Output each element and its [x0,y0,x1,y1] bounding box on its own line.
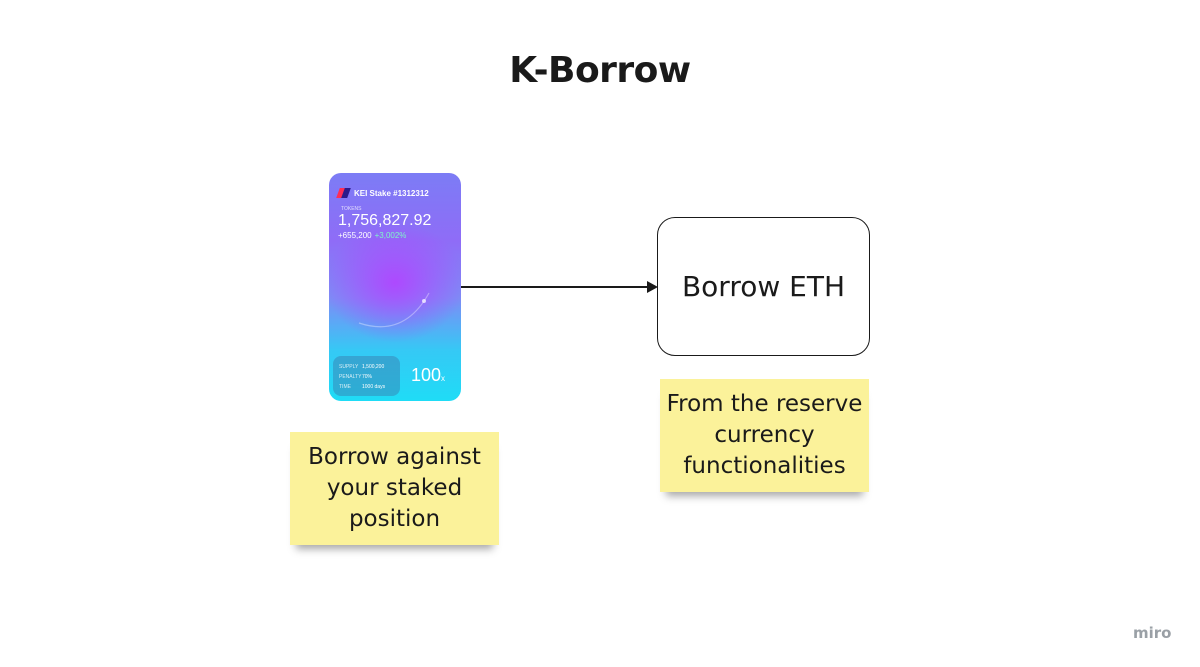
borrow-eth-label: Borrow ETH [682,270,845,303]
sticky-note-staked-position: Borrow against your staked position [290,432,499,545]
stat-key: PENALTY [339,374,362,380]
card-stats-panel: SUPPLY 1,500,200 PENALTY 70% TIME 1000 d… [333,356,400,396]
card-multiplier: 100x [411,365,445,386]
stake-card: KEI Stake #1312312 TOKENS 1,756,827.92 +… [329,173,461,401]
sticky-note-text: Borrow against your staked position [290,442,499,535]
stat-row-time: TIME 1000 days [339,384,385,390]
card-change-pct: +3,002% [375,231,407,240]
borrow-eth-box: Borrow ETH [657,217,870,356]
sticky-note-reserve-currency: From the reserve currency functionalitie… [660,379,869,492]
card-change-value: +655,200 [338,231,372,240]
stat-value: 70% [362,374,372,380]
card-header: KEI Stake #1312312 [338,187,429,199]
miro-watermark: miro [1133,624,1171,642]
stat-key: SUPPLY [339,364,362,370]
stat-row-supply: SUPPLY 1,500,200 [339,364,384,370]
sticky-note-text: From the reserve currency functionalitie… [660,389,869,482]
stat-row-penalty: PENALTY 70% [339,374,372,380]
stat-value: 1,500,200 [362,364,384,370]
multiplier-value: 100 [411,365,441,385]
card-amount: 1,756,827.92 [338,212,431,230]
stat-key: TIME [339,384,362,390]
kei-logo-icon [338,187,350,199]
card-change: +655,200+3,002% [338,231,406,240]
multiplier-suffix: x [441,374,445,383]
diagram-title: K-Borrow [0,50,1200,91]
card-header-text: KEI Stake #1312312 [354,189,429,198]
stat-value: 1000 days [362,384,385,390]
flow-arrow [461,277,661,297]
